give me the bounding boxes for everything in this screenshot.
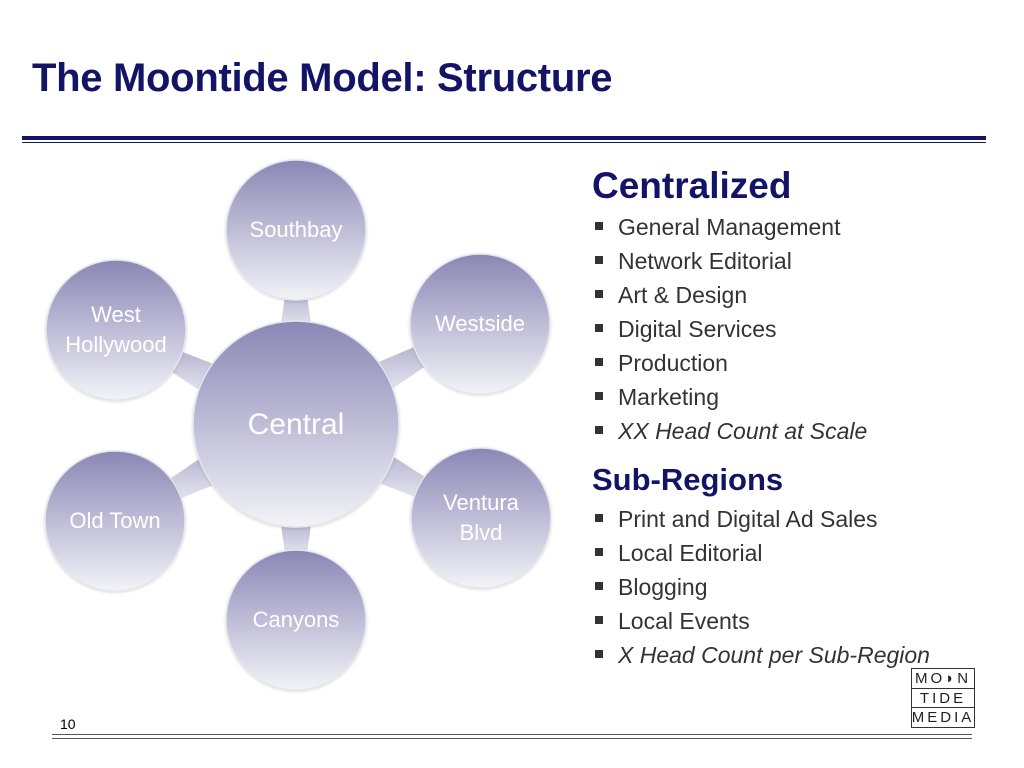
list-item: XX Head Count at Scale (592, 414, 992, 448)
node-circle (409, 253, 551, 395)
node-circle (44, 450, 186, 592)
central-label: Central (248, 408, 345, 441)
list-item: Local Events (592, 604, 992, 638)
footer-rule (52, 734, 972, 735)
list-item: General Management (592, 210, 992, 244)
node-label: Ventura (443, 490, 520, 515)
logo-row: TIDE (912, 687, 974, 708)
list-item: Local Editorial (592, 536, 992, 570)
square-bullet-icon (595, 358, 603, 366)
list-item-text: Local Editorial (618, 540, 763, 566)
list-item-text: Marketing (618, 384, 719, 410)
list-item-text: General Management (618, 214, 841, 240)
node-label: Canyons (253, 607, 340, 632)
subregions-heading: Sub-Regions (592, 462, 784, 497)
node-label: Southbay (250, 217, 343, 242)
title-underline-thin (22, 142, 986, 143)
list-item: Blogging (592, 570, 992, 604)
footer-rule-thin (52, 738, 972, 739)
list-item-text: Digital Services (618, 316, 777, 342)
square-bullet-icon (595, 514, 603, 522)
node-label: Hollywood (65, 332, 167, 357)
node-circle (225, 159, 367, 301)
list-item: Print and Digital Ad Sales (592, 502, 992, 536)
node-label: Blvd (460, 520, 503, 545)
square-bullet-icon (595, 256, 603, 264)
central-node: Central (192, 320, 400, 528)
page-number: 10 (60, 716, 76, 732)
list-item-text: Local Events (618, 608, 750, 634)
square-bullet-icon (595, 222, 603, 230)
list-item-text: Blogging (618, 574, 708, 600)
square-bullet-icon (595, 616, 603, 624)
list-item-text: X Head Count per Sub-Region (618, 642, 930, 668)
moontide-media-logo: MO◗N TIDE MEDIA (911, 668, 975, 728)
node-label: Old Town (69, 508, 160, 533)
list-item: Production (592, 346, 992, 380)
centralized-heading: Centralized (592, 165, 792, 206)
square-bullet-icon (595, 324, 603, 332)
node-old-town: Old Town (44, 450, 186, 592)
square-bullet-icon (595, 650, 603, 658)
square-bullet-icon (595, 392, 603, 400)
square-bullet-icon (595, 426, 603, 434)
node-circle (410, 447, 552, 589)
list-item: Art & Design (592, 278, 992, 312)
node-circle (45, 259, 187, 401)
list-item-text: Art & Design (618, 282, 748, 308)
node-westside: Westside (409, 253, 551, 395)
list-item-text: Print and Digital Ad Sales (618, 506, 878, 532)
square-bullet-icon (595, 582, 603, 590)
central-circle (192, 320, 400, 528)
logo-row: MEDIA (911, 707, 975, 727)
list-item-text: Production (618, 350, 728, 376)
list-item: Digital Services (592, 312, 992, 346)
list-item-text: XX Head Count at Scale (618, 418, 868, 444)
square-bullet-icon (595, 548, 603, 556)
node-southbay: Southbay (225, 159, 367, 301)
node-label: Westside (435, 311, 525, 336)
node-circle (225, 549, 367, 691)
node-label: West (91, 302, 141, 327)
list-item-text: Network Editorial (618, 248, 792, 274)
logo-row: MO◗N (914, 669, 972, 687)
list-item: Network Editorial (592, 244, 992, 278)
title-underline (22, 136, 986, 140)
list-item: Marketing (592, 380, 992, 414)
square-bullet-icon (595, 290, 603, 298)
node-canyons: Canyons (225, 549, 367, 691)
list-item: X Head Count per Sub-Region (592, 638, 992, 672)
slide-title: The Moontide Model: Structure (32, 56, 613, 100)
